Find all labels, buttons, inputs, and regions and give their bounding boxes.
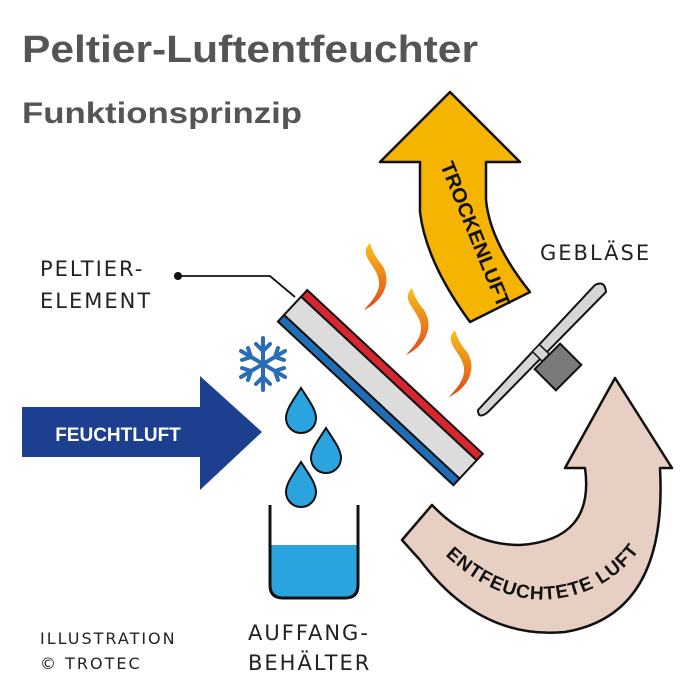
peltier-leader-line [174, 272, 296, 298]
credit-line1: ILLUSTRATION [40, 629, 177, 648]
container-label-line1: AUFFANG- [248, 621, 370, 645]
water-drop-icons [284, 386, 343, 508]
credit-line2: © TROTEC [40, 654, 142, 673]
collection-container [268, 505, 360, 600]
fan-icon [476, 282, 608, 417]
page-title: Peltier-Luftentfeuchter [22, 29, 478, 71]
snowflake-icon [239, 336, 287, 392]
page-subtitle: Funktionsprinzip [22, 97, 302, 130]
heat-flame-icon [364, 243, 472, 397]
humid-air-label: FEUCHTLUFT [55, 425, 181, 446]
dry-air-arrow: TROCKENLUFT [378, 90, 532, 324]
humid-air-arrow: FEUCHTLUFT [22, 376, 262, 490]
fan-label: GEBLÄSE [540, 240, 651, 265]
peltier-element [276, 288, 485, 487]
dehumidified-air-arrow: ENTFEUCHTETE LUFT [400, 376, 674, 634]
container-label-line2: BEHÄLTER [248, 650, 371, 675]
peltier-label-line2: ELEMENT [40, 289, 152, 313]
peltier-label-line1: PELTIER- [40, 257, 144, 281]
